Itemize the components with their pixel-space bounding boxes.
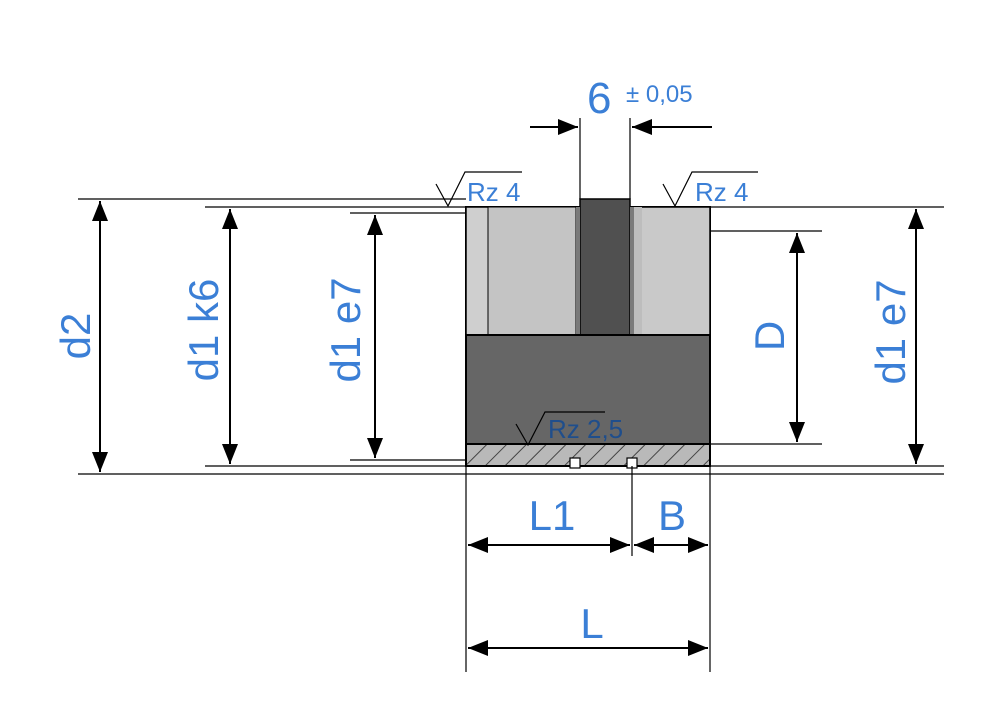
roughness-icon [435, 171, 522, 208]
label-D: D [746, 321, 793, 351]
label-B: B [658, 492, 686, 539]
surface-label-top-right: Rz 4 [695, 177, 748, 207]
roughness-icon [515, 411, 605, 447]
roughness-icon [662, 171, 758, 208]
label-d2: d2 [52, 313, 99, 360]
surface-finish-symbols [435, 171, 758, 447]
width-tolerance: ± 0,05 [626, 81, 693, 108]
extension-lines [78, 118, 944, 672]
center-strip [579, 198, 631, 336]
dimension-lines [92, 119, 924, 656]
label-d1-e7-left: d1 e7 [322, 277, 369, 382]
labels: 6 ± 0,05 Rz 4 Rz 4 Rz 2,5 d2 d1 k6 d1 e7… [52, 74, 914, 647]
label-d1-e7-right: d1 e7 [867, 279, 914, 384]
surface-label-top-left: Rz 4 [467, 177, 520, 207]
part-body [465, 198, 711, 469]
hatched-sleeve [465, 443, 711, 467]
label-L1: L1 [529, 492, 576, 539]
width-value: 6 [587, 74, 611, 123]
label-L: L [580, 600, 603, 647]
surface-label-inner: Rz 2,5 [548, 414, 623, 444]
label-d1-k6: d1 k6 [180, 279, 227, 382]
right-ring [633, 206, 711, 336]
